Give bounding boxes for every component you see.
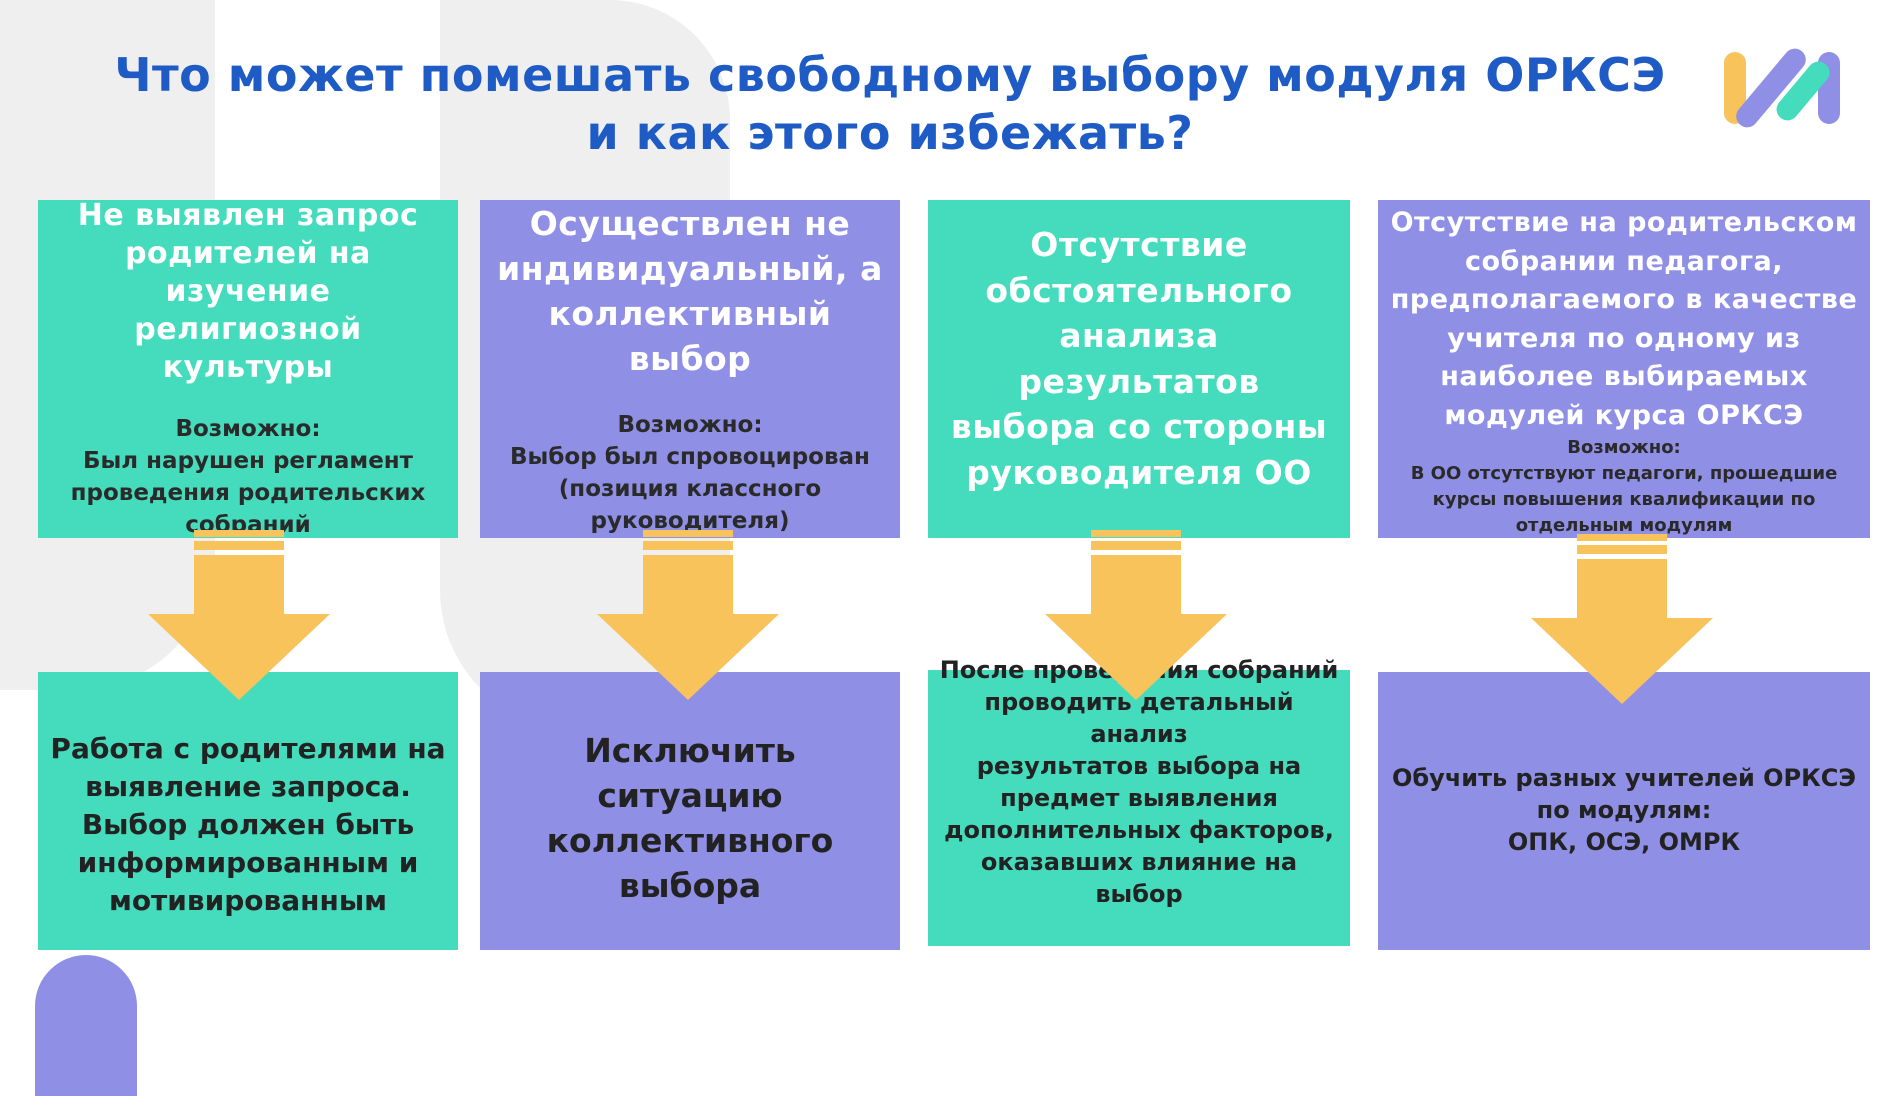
background-pill-violet: [35, 955, 137, 1096]
problem-2-heading: Осуществлен не индивидуальный, а коллект…: [497, 204, 883, 378]
problem-2-note: Возможно: Выбор был спровоцирован (позиц…: [510, 412, 870, 534]
solution-box-1: Работа с родителями на выявление запроса…: [38, 672, 458, 950]
down-arrow-2: [597, 530, 779, 700]
page-title: Что может помешать свободному выбору мод…: [100, 46, 1680, 162]
down-arrow-1: [148, 530, 330, 700]
problem-3-heading: Отсутствие обстоятельного анализа резуль…: [950, 225, 1328, 492]
solution-box-4: Обучить разных учителей ОРКСЭ по модулям…: [1378, 672, 1870, 950]
solution-box-3: После проведения собраний проводить дета…: [928, 656, 1350, 946]
solution-box-2: Исключить ситуацию коллективного выбора: [480, 672, 900, 950]
title-line-2: и как этого избежать?: [586, 106, 1194, 160]
problem-1-note: Возможно: Был нарушен регламент проведен…: [70, 416, 426, 538]
problem-box-3: Отсутствие обстоятельного анализа резуль…: [928, 200, 1350, 538]
solution-2-text: Исключить ситуацию коллективного выбора: [546, 731, 834, 905]
problem-4-heading: Отсутствие на родительском собрании педа…: [1390, 207, 1858, 431]
problem-4-note: Возможно: В ОО отсутствуют педагоги, про…: [1410, 437, 1838, 536]
solution-3-text: После проведения собраний проводить дета…: [939, 656, 1339, 908]
title-line-1: Что может помешать свободному выбору мод…: [114, 48, 1666, 102]
problem-box-4: Отсутствие на родительском собрании педа…: [1378, 200, 1870, 538]
solution-1-text: Работа с родителями на выявление запроса…: [50, 732, 446, 917]
problem-box-1: Не выявлен запрос родителей на изучение …: [38, 198, 458, 538]
down-arrow-4: [1531, 534, 1713, 704]
logo-icon: [1724, 48, 1840, 128]
problem-box-2: Осуществлен не индивидуальный, а коллект…: [480, 200, 900, 538]
problem-1-heading: Не выявлен запрос родителей на изучение …: [77, 198, 419, 385]
solution-4-text: Обучить разных учителей ОРКСЭ по модулям…: [1392, 764, 1856, 856]
down-arrow-3: [1045, 530, 1227, 700]
